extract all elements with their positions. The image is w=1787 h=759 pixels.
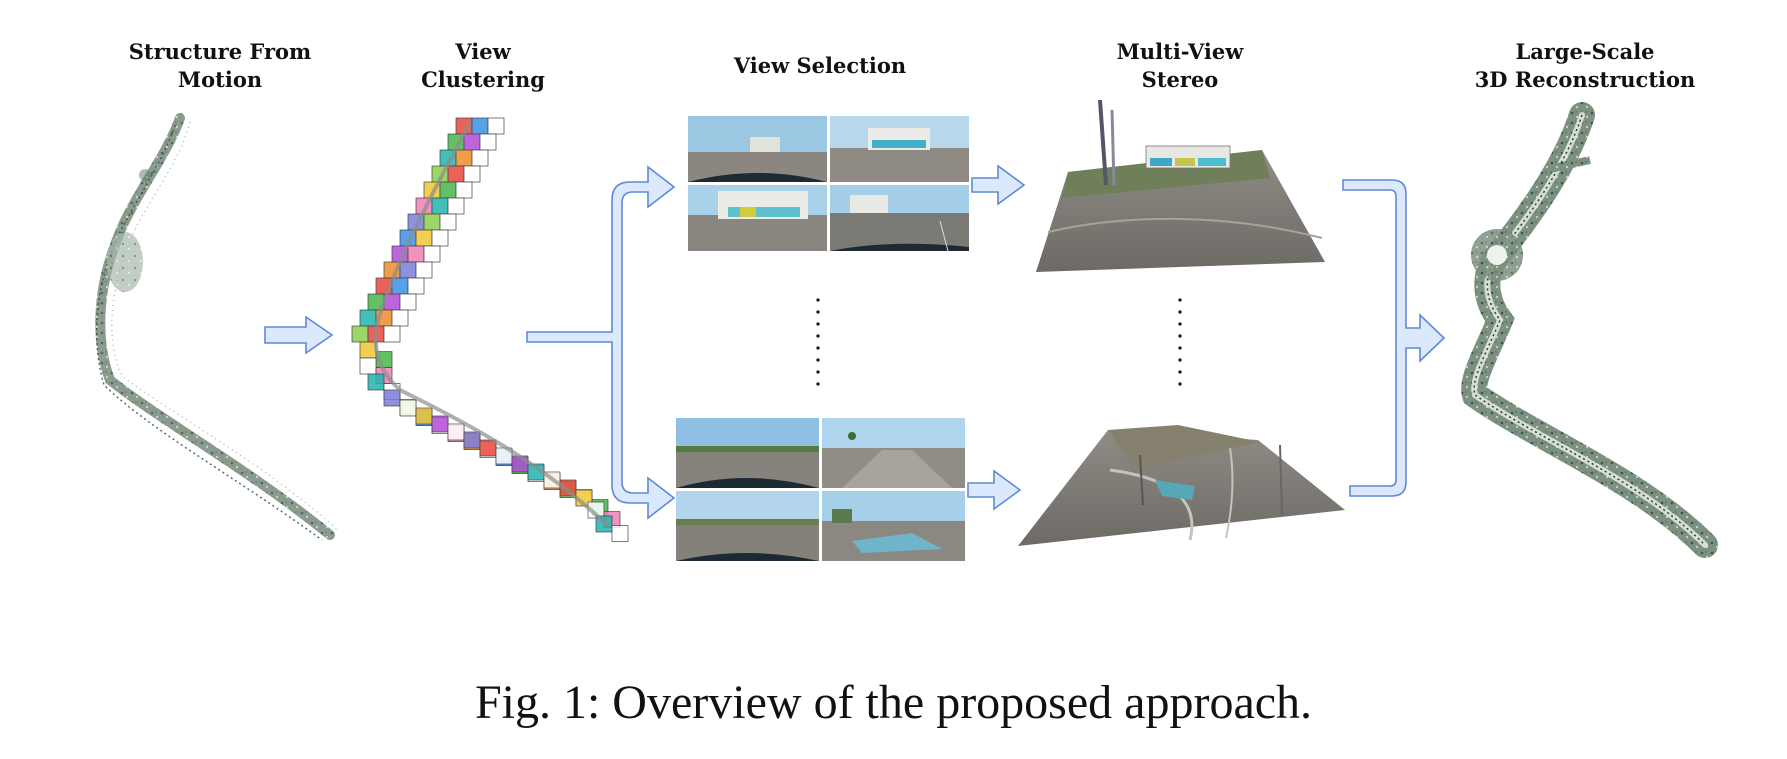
- cluster-cell: [383, 325, 401, 343]
- view-selection-image: [822, 418, 965, 488]
- arrow-bottom-selection-to-mvs: [967, 469, 1022, 511]
- cluster-cell: [367, 373, 385, 391]
- cluster-cell: [391, 309, 409, 327]
- cluster-cell: [479, 439, 497, 457]
- view-selection-image: [688, 185, 827, 251]
- view-selection-image: [830, 116, 969, 182]
- fork-arrow-to-view-selection: [526, 165, 676, 520]
- cluster-cell: [407, 277, 425, 295]
- mvs-bottom-reconstruction: [1018, 425, 1345, 546]
- view-selection-image: [822, 491, 965, 561]
- cluster-cell: [399, 261, 417, 279]
- cluster-cell: [479, 133, 497, 151]
- large-scale-reconstruction: [1461, 102, 1718, 558]
- cluster-cell: [447, 423, 465, 441]
- mvs-top-reconstruction: [1036, 99, 1325, 272]
- cluster-cell: [439, 213, 457, 231]
- cluster-cell: [431, 229, 449, 247]
- ellipsis-dots-mvs: [1178, 298, 1182, 386]
- sfm-title: Structure From Motion: [128, 39, 312, 92]
- cluster-cell: [439, 181, 457, 199]
- cluster-cell: [463, 165, 481, 183]
- cluster-cell: [431, 197, 449, 215]
- arrow-sfm-to-clustering: [264, 315, 334, 355]
- cluster-cell: [399, 293, 417, 311]
- multi-view-stereo-title: Multi-View Stereo: [1116, 39, 1244, 92]
- cluster-cell: [471, 117, 489, 135]
- reconstruction-title: Large-Scale 3D Reconstruction: [1474, 39, 1696, 92]
- view-selection-image: [676, 418, 819, 488]
- cluster-cell: [415, 407, 433, 425]
- view-selection-image: [688, 116, 827, 182]
- cluster-cell: [463, 431, 481, 449]
- view-clustering-title: View Clustering: [421, 39, 545, 92]
- view-clustering-grid: [351, 117, 629, 542]
- cluster-cell: [423, 245, 441, 263]
- cluster-cell: [463, 133, 481, 151]
- cluster-cell: [383, 389, 401, 407]
- cluster-cell: [359, 357, 377, 375]
- view-selection-image: [830, 185, 969, 251]
- cluster-cell: [423, 213, 441, 231]
- cluster-cell: [447, 165, 465, 183]
- view-selection-title: View Selection: [733, 53, 907, 78]
- cluster-cell: [487, 117, 505, 135]
- cluster-cell: [407, 245, 425, 263]
- cluster-road-trace: [373, 121, 610, 528]
- sfm-point-cloud: [95, 113, 339, 541]
- figure-caption: Fig. 1: Overview of the proposed approac…: [474, 676, 1313, 729]
- cluster-cell: [611, 525, 629, 542]
- cluster-cell: [447, 197, 465, 215]
- cluster-cell: [351, 325, 369, 343]
- merge-arrow-to-reconstruction: [1342, 179, 1446, 497]
- cluster-cell: [455, 149, 473, 167]
- arrow-top-selection-to-mvs: [971, 164, 1026, 206]
- ellipsis-dots-view-selection: [816, 298, 820, 386]
- view-selection-image: [676, 491, 819, 561]
- cluster-cell: [399, 399, 417, 417]
- cluster-cell: [359, 341, 377, 359]
- cluster-cell: [415, 229, 433, 247]
- cluster-cell: [415, 261, 433, 279]
- cluster-cell: [359, 309, 377, 327]
- cluster-cell: [455, 181, 473, 199]
- cluster-cell: [391, 277, 409, 295]
- cluster-cell: [471, 149, 489, 167]
- cluster-cell: [431, 415, 449, 433]
